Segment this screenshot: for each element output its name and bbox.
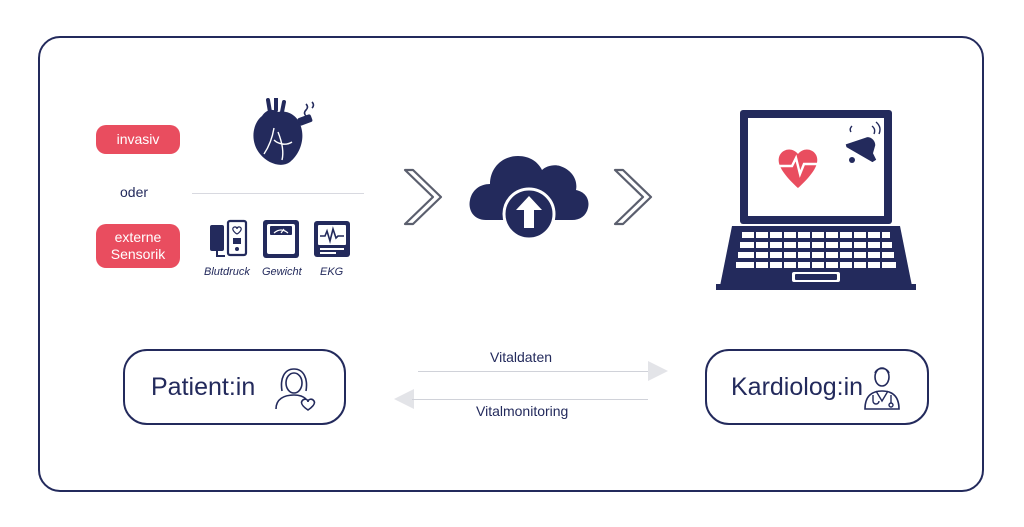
chevron-right-icon [613, 168, 653, 226]
or-label: oder [120, 184, 149, 200]
pill-invasiv-label: invasiv [116, 130, 160, 147]
laptop-heart-alarm-icon [716, 110, 916, 290]
device-label-gewicht: Gewicht [262, 266, 302, 278]
flow-label-vitaldaten: Vitaldaten [490, 349, 553, 365]
device-label-ekg: EKG [320, 266, 344, 278]
patient-woman-heart-icon [275, 368, 316, 411]
doctor-icon [864, 367, 900, 410]
flow-label-vitalmonitoring: Vitalmonitoring [476, 403, 569, 419]
scale-icon [263, 220, 299, 258]
pill-externe-sensorik: externe Sensorik [96, 224, 180, 268]
node-cardiologist-label: Kardiolog:in [731, 372, 864, 401]
arrow-line-to-patient [412, 399, 648, 400]
ecg-monitor-icon [314, 221, 350, 257]
heart-implant-icon [253, 98, 315, 165]
device-label-blutdruck: Blutdruck [204, 266, 250, 278]
pill-invasiv: invasiv [96, 125, 180, 154]
divider-line [192, 193, 364, 194]
pill-extern-line1: externe [114, 228, 162, 245]
node-patient-label: Patient:in [151, 372, 256, 401]
cloud-upload-icon [469, 156, 589, 241]
node-cardiologist: Kardiolog:in [705, 349, 929, 425]
node-patient: Patient:in [123, 349, 346, 425]
pill-extern-line2: Sensorik [110, 246, 166, 262]
blood-pressure-monitor-icon [210, 219, 248, 257]
arrow-line-to-cardiologist [418, 371, 650, 372]
chevron-right-icon [403, 168, 443, 226]
arrowhead-right-icon [648, 361, 668, 381]
arrowhead-left-icon [394, 389, 414, 409]
